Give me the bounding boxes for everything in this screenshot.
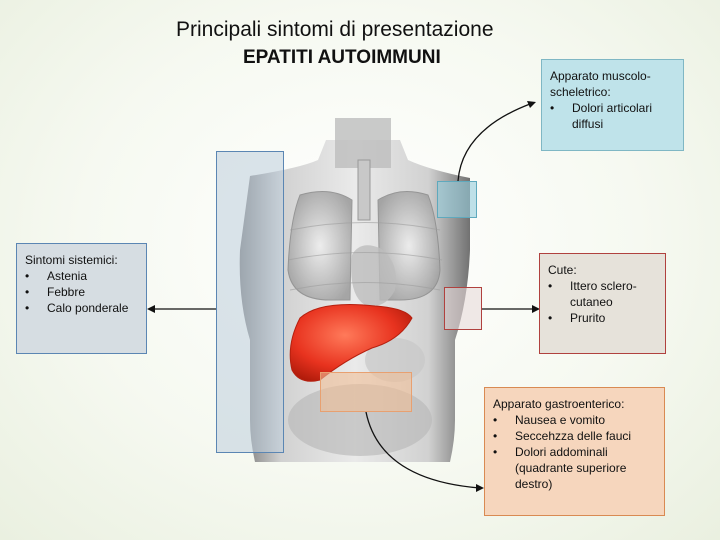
skin-region-overlay [444,287,482,330]
heart-shape [351,245,396,306]
arrow-to-musculo [457,103,531,182]
systemic-region-overlay [216,151,284,453]
musculo-region-overlay [437,181,477,218]
skin-box: Cute: Ittero sclero-cutaneo Prurito [539,253,666,354]
skin-item: Ittero sclero-cutaneo [548,278,657,310]
skin-item: Prurito [548,310,657,326]
systemic-item: Astenia [25,268,138,284]
gastro-item: Nausea e vomito [493,412,656,428]
gastro-box: Apparato gastroenterico: Nausea e vomito… [484,387,665,516]
musculoskeletal-item: Dolori articolari diffusi [550,100,675,132]
systemic-heading: Sintomi sistemici: [25,253,118,267]
systemic-item: Febbre [25,284,138,300]
skin-heading: Cute: [548,263,577,277]
right-lung [287,190,353,301]
liver-shape [289,304,413,382]
musculoskeletal-box: Apparato muscolo-scheletrico: Dolori art… [541,59,684,151]
musculoskeletal-heading: Apparato muscolo-scheletrico: [550,69,651,99]
gastro-heading: Apparato gastroenterico: [493,397,625,411]
arrow-to-gastro [365,411,481,489]
systemic-box: Sintomi sistemici: Astenia Febbre Calo p… [16,243,147,354]
gastro-item: Dolori addominali (quadrante superiore d… [493,444,656,492]
gastro-item: Seccehzza delle fauci [493,428,656,444]
gastro-region-overlay [320,372,412,412]
systemic-item: Calo ponderale [25,300,138,316]
title-line-1: Principali sintomi di presentazione [176,18,494,41]
title-line-2: EPATITI AUTOIMMUNI [243,47,441,68]
